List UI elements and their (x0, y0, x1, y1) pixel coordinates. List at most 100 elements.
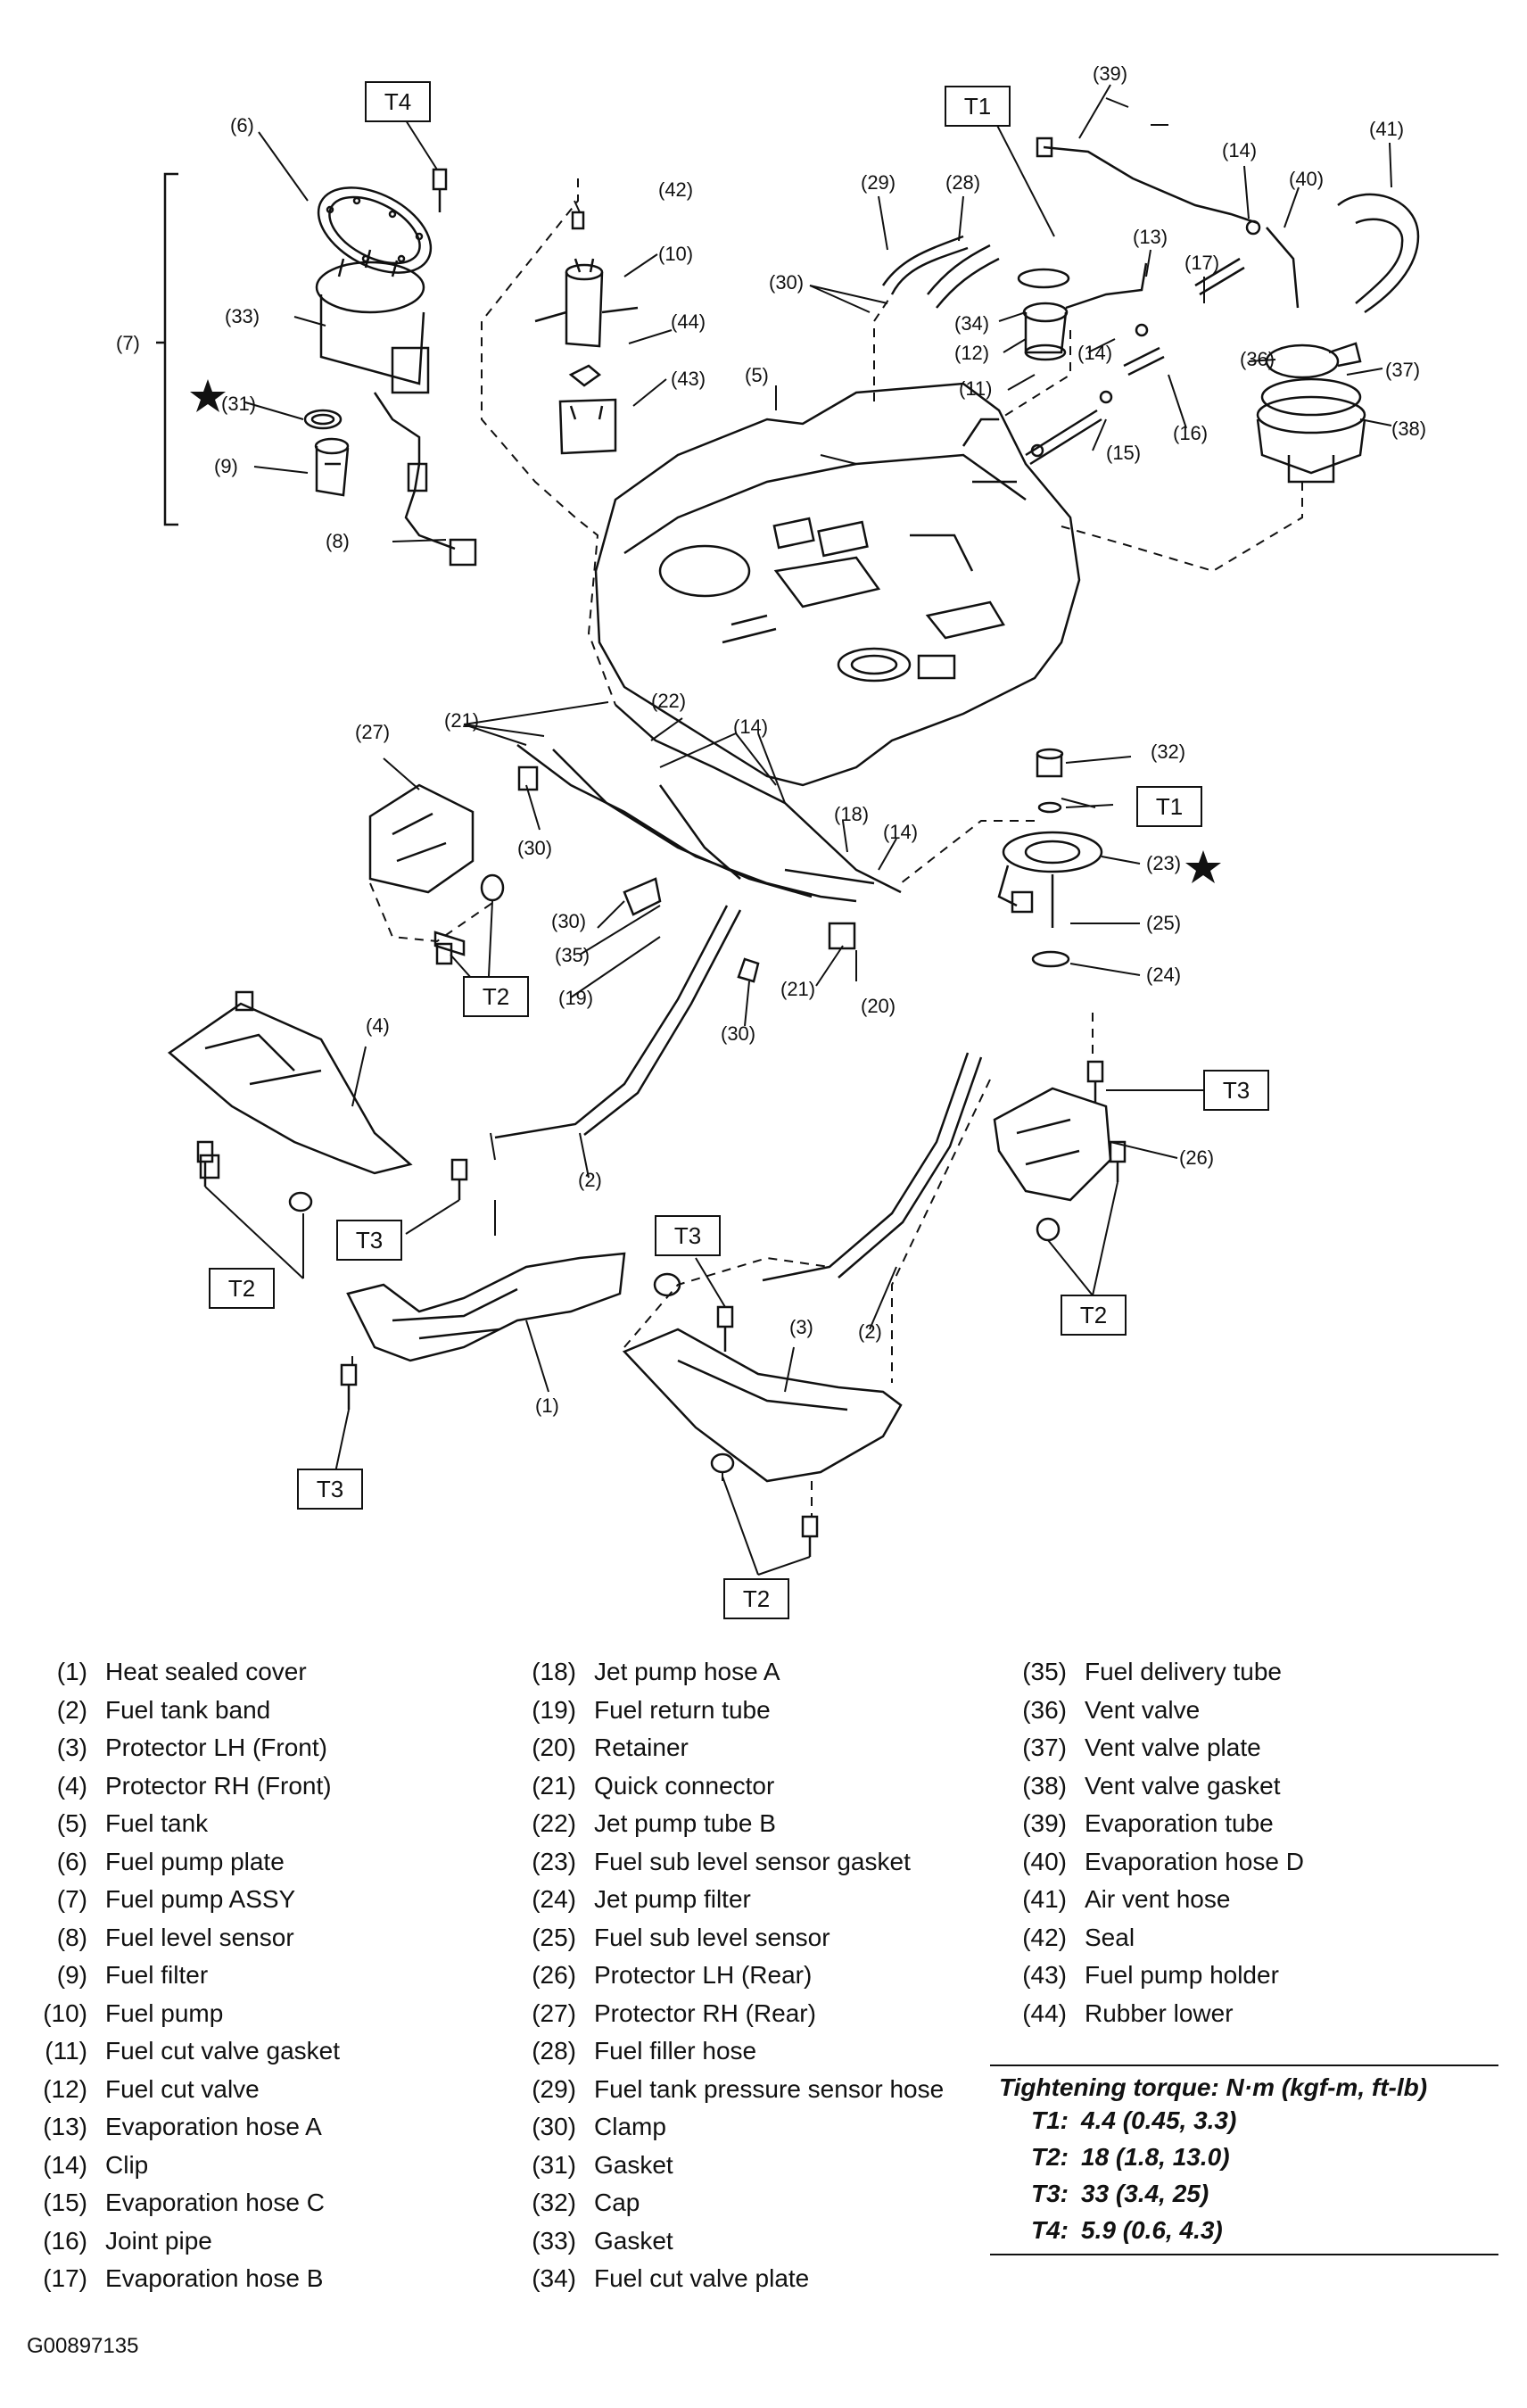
callout-39: (39) (1093, 62, 1127, 85)
vent-valve-part (1256, 342, 1366, 484)
legend-item: (26)Protector LH (Rear) (507, 1957, 944, 1995)
legend-item-name: Fuel filter (105, 1961, 209, 1989)
callout-26: (26) (1179, 1146, 1214, 1169)
legend-item-name: Evaporation hose C (105, 2189, 325, 2216)
legend-item-number: (15) (43, 2189, 87, 2216)
callout-12: (12) (954, 342, 989, 364)
legend-item: (5)Fuel tank (18, 1805, 340, 1843)
legend-item-number: (30) (532, 2113, 576, 2140)
legend-item-name: Jet pump filter (594, 1885, 751, 1913)
callout-9: (9) (214, 455, 238, 477)
callout-3: (3) (789, 1316, 813, 1338)
legend-item-number: (33) (532, 2226, 576, 2255)
legend-item-number: (8) (56, 1923, 87, 1951)
callout-13: (13) (1133, 226, 1168, 248)
callout-18: (18) (834, 803, 869, 825)
legend-item-name: Fuel cut valve plate (594, 2264, 810, 2292)
legend-item-number: (19) (532, 1695, 576, 1724)
legend-item: (40)Evaporation hose D (997, 1843, 1304, 1882)
legend-column-2: (18)Jet pump hose A(19)Fuel return tube(… (507, 1653, 944, 2298)
legend-item-number: (17) (43, 2264, 87, 2292)
legend-item-number: (2) (56, 1695, 87, 1724)
legend-item-number: (24) (532, 1885, 576, 1913)
callout-28: (28) (945, 171, 980, 194)
legend-item-name: Quick connector (594, 1771, 775, 1800)
legend-item-number: (44) (1022, 1998, 1067, 2027)
callout-24: (24) (1146, 964, 1181, 986)
callout-41: (41) (1369, 118, 1404, 140)
legend-item-name: Fuel tank (105, 1809, 209, 1837)
torque-table-title: Tightening torque: N·m (kgf-m, ft-lb) (999, 2073, 1428, 2101)
callout-21-top: (21) (444, 709, 479, 732)
callout-7: (7) (116, 332, 140, 354)
legend-item-name: Fuel pump ASSY (105, 1885, 296, 1913)
legend-item-name: Protector RH (Front) (105, 1771, 332, 1800)
legend-item-number: (22) (532, 1809, 576, 1837)
callout-14-c: (14) (733, 716, 768, 738)
legend-item: (41)Air vent hose (997, 1881, 1304, 1919)
legend-item-number: (16) (43, 2226, 87, 2255)
sub-level-sensor-part (997, 748, 1103, 968)
legend-item-number: (42) (1022, 1923, 1067, 1951)
legend-item: (24) Jet pump filter (507, 1881, 944, 1919)
callout-22: (22) (651, 690, 686, 712)
callout-20: (20) (861, 995, 896, 1017)
legend-item-number: (23) (532, 1847, 576, 1875)
legend-item-number: (27) (532, 1998, 576, 2027)
legend-item: (21)Quick connector (507, 1767, 944, 1806)
callout-30-mid: (30) (551, 910, 586, 932)
legend-item-name: Fuel sub level sensor gasket (594, 1847, 911, 1875)
legend-item-number: (38) (1022, 1771, 1067, 1800)
legend-item: (32)Cap (507, 2184, 944, 2222)
callout-19: (19) (558, 987, 593, 1009)
torque-tag-t2-lh-rear: T2 (1080, 1302, 1107, 1328)
callout-40: (40) (1289, 168, 1324, 190)
torque-row: T4:5.9 (0.6, 4.3) (999, 2212, 1498, 2248)
legend-item: (2)Fuel tank band (18, 1692, 340, 1730)
legend-item-name: Vent valve plate (1085, 1734, 1261, 1761)
legend-item-number: (11) (45, 2037, 87, 2065)
legend-item-name: Fuel pump holder (1085, 1961, 1279, 1989)
legend-item-name: Fuel cut valve gasket (105, 2037, 341, 2065)
torque-tag-t3-lh-rear: T3 (1223, 1077, 1250, 1104)
legend-item: (16)Joint pipe (18, 2222, 340, 2261)
legend-item: (17)Evaporation hose B (18, 2260, 340, 2298)
legend-item-number: (36) (1022, 1695, 1067, 1724)
torque-tags (209, 81, 1269, 1619)
tightening-torque-table: Tightening torque: N·m (kgf-m, ft-lb) T1… (990, 2065, 1498, 2255)
legend-item-name: Jet pump hose A (594, 1658, 780, 1685)
torque-tag-t3-cover: T3 (317, 1476, 343, 1502)
torque-tag-t3-band: T3 (356, 1227, 383, 1254)
callout-30-bottom: (30) (721, 1022, 755, 1045)
legend-item-number: (39) (1022, 1809, 1067, 1837)
fuel-tank-part (594, 382, 1081, 787)
torque-tag-t2-rh-front: T2 (228, 1275, 255, 1302)
legend-item-name: Protector LH (Rear) (594, 1961, 813, 1989)
callout-33: (33) (225, 305, 260, 327)
callout-14-a: (14) (1222, 139, 1257, 161)
legend-column-1: (1)Heat sealed cover(2)Fuel tank band(3)… (18, 1653, 340, 2298)
legend-item-number: (20) (532, 1734, 576, 1761)
legend-item-number: (41) (1022, 1885, 1067, 1913)
legend-item-number: (6) (56, 1847, 87, 1875)
legend-item: (42)Seal (997, 1919, 1304, 1957)
legend-item-number: (13) (43, 2113, 87, 2140)
legend-item-number: (34) (532, 2264, 576, 2292)
fuel-pump-part (534, 211, 639, 455)
legend-item-number: (40) (1022, 1847, 1067, 1875)
legend-item-number: (25) (532, 1923, 576, 1951)
star-icons (190, 379, 1221, 883)
legend-item-name: Vent valve gasket (1085, 1771, 1281, 1800)
legend-item-number: (43) (1022, 1961, 1067, 1989)
legend-item: (20)Retainer (507, 1729, 944, 1767)
legend-item: (34) Fuel cut valve plate (507, 2260, 944, 2298)
callout-2-right: (2) (858, 1320, 882, 1343)
legend-item: (31)Gasket (507, 2147, 944, 2185)
callout-14-b: (14) (1077, 342, 1112, 364)
legend-item-number: (3) (56, 1734, 87, 1761)
torque-tag-t2-rear-protector: T2 (483, 983, 509, 1010)
legend-item-number: (37) (1022, 1734, 1067, 1761)
torque-value: 33 (3.4, 25) (1081, 2180, 1209, 2207)
guide-lines (351, 178, 1303, 1517)
legend-item: (43) Fuel pump holder (997, 1957, 1304, 1995)
